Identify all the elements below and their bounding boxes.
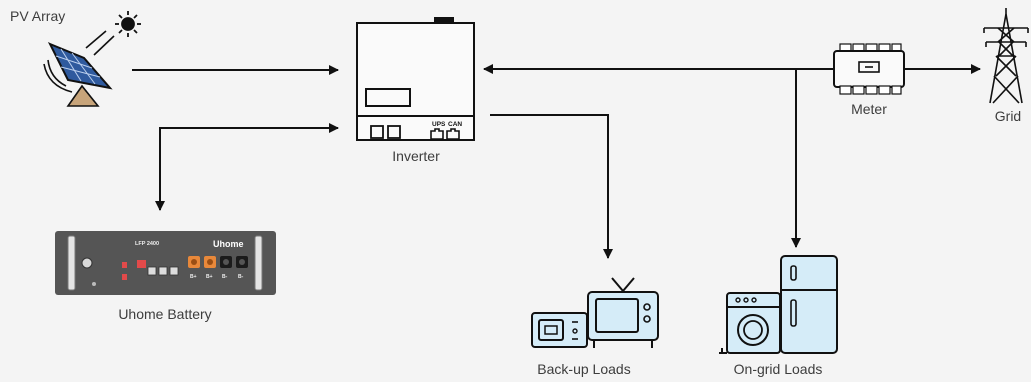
inverter-battery-arrow — [155, 127, 338, 211]
ongrid-loads-label: On-grid Loads — [734, 361, 823, 377]
tv-antenna-icon — [611, 277, 635, 292]
battery-terminal-label-2: B+ — [206, 274, 213, 280]
meter: Meter — [833, 43, 905, 117]
battery-status-led — [92, 282, 96, 286]
backup-loads: Back-up Loads — [531, 277, 659, 377]
meter-label: Meter — [851, 101, 887, 117]
battery-handle-right — [254, 235, 263, 291]
meter-display — [858, 61, 880, 73]
pv-array: PV Array — [10, 8, 141, 107]
battery-body — [55, 231, 276, 295]
sun-icon — [115, 11, 141, 37]
microwave-icon — [531, 312, 588, 348]
battery-handle-left — [67, 235, 76, 291]
battery-model-label: LFP 2400 — [135, 241, 159, 247]
sun-rays-icon — [85, 30, 115, 56]
battery-brand-label: Uhome — [213, 239, 244, 249]
solar-stand-icon — [66, 84, 100, 107]
battery-power-button — [81, 257, 93, 269]
inverter-dc-ports — [370, 125, 401, 139]
pv-array-label: PV Array — [10, 8, 65, 24]
battery-terminals — [188, 256, 248, 268]
backup-loads-label: Back-up Loads — [537, 361, 630, 377]
grid-label: Grid — [995, 108, 1021, 124]
refrigerator-icon — [780, 255, 838, 354]
inverter-display — [365, 88, 411, 107]
solar-panel-icon — [43, 42, 113, 93]
meter-bottom-terminals — [839, 85, 902, 95]
inverter-label: Inverter — [392, 148, 440, 164]
meter-body — [833, 50, 905, 88]
ongrid-loads: On-grid Loads — [719, 255, 838, 377]
battery-label: Uhome Battery — [118, 306, 211, 322]
battery: LFP 2400 Uhome B+ B+ B- B- Uhome Batte — [55, 231, 276, 322]
inverter-can-label: CAN — [448, 121, 462, 128]
battery-comm-ports — [147, 266, 179, 276]
washing-machine-icon — [719, 292, 781, 354]
connection-lines — [132, 64, 981, 259]
inverter-rj45-ports — [430, 128, 460, 140]
inverter-ups-label: UPS — [432, 121, 446, 128]
backup-loads-arrow — [490, 114, 613, 259]
tv-icon — [587, 291, 659, 348]
inverter: UPS CAN Inverter — [356, 17, 475, 164]
battery-terminal-label-3: B- — [222, 274, 228, 280]
battery-terminal-label-4: B- — [238, 274, 244, 280]
battery-terminal-label-1: B+ — [190, 274, 197, 280]
battery-dip-switches — [122, 260, 146, 280]
transmission-tower-icon — [983, 8, 1029, 104]
inverter-top-tab — [434, 17, 454, 23]
inverter-body — [356, 22, 475, 141]
grid: Grid — [983, 8, 1029, 124]
